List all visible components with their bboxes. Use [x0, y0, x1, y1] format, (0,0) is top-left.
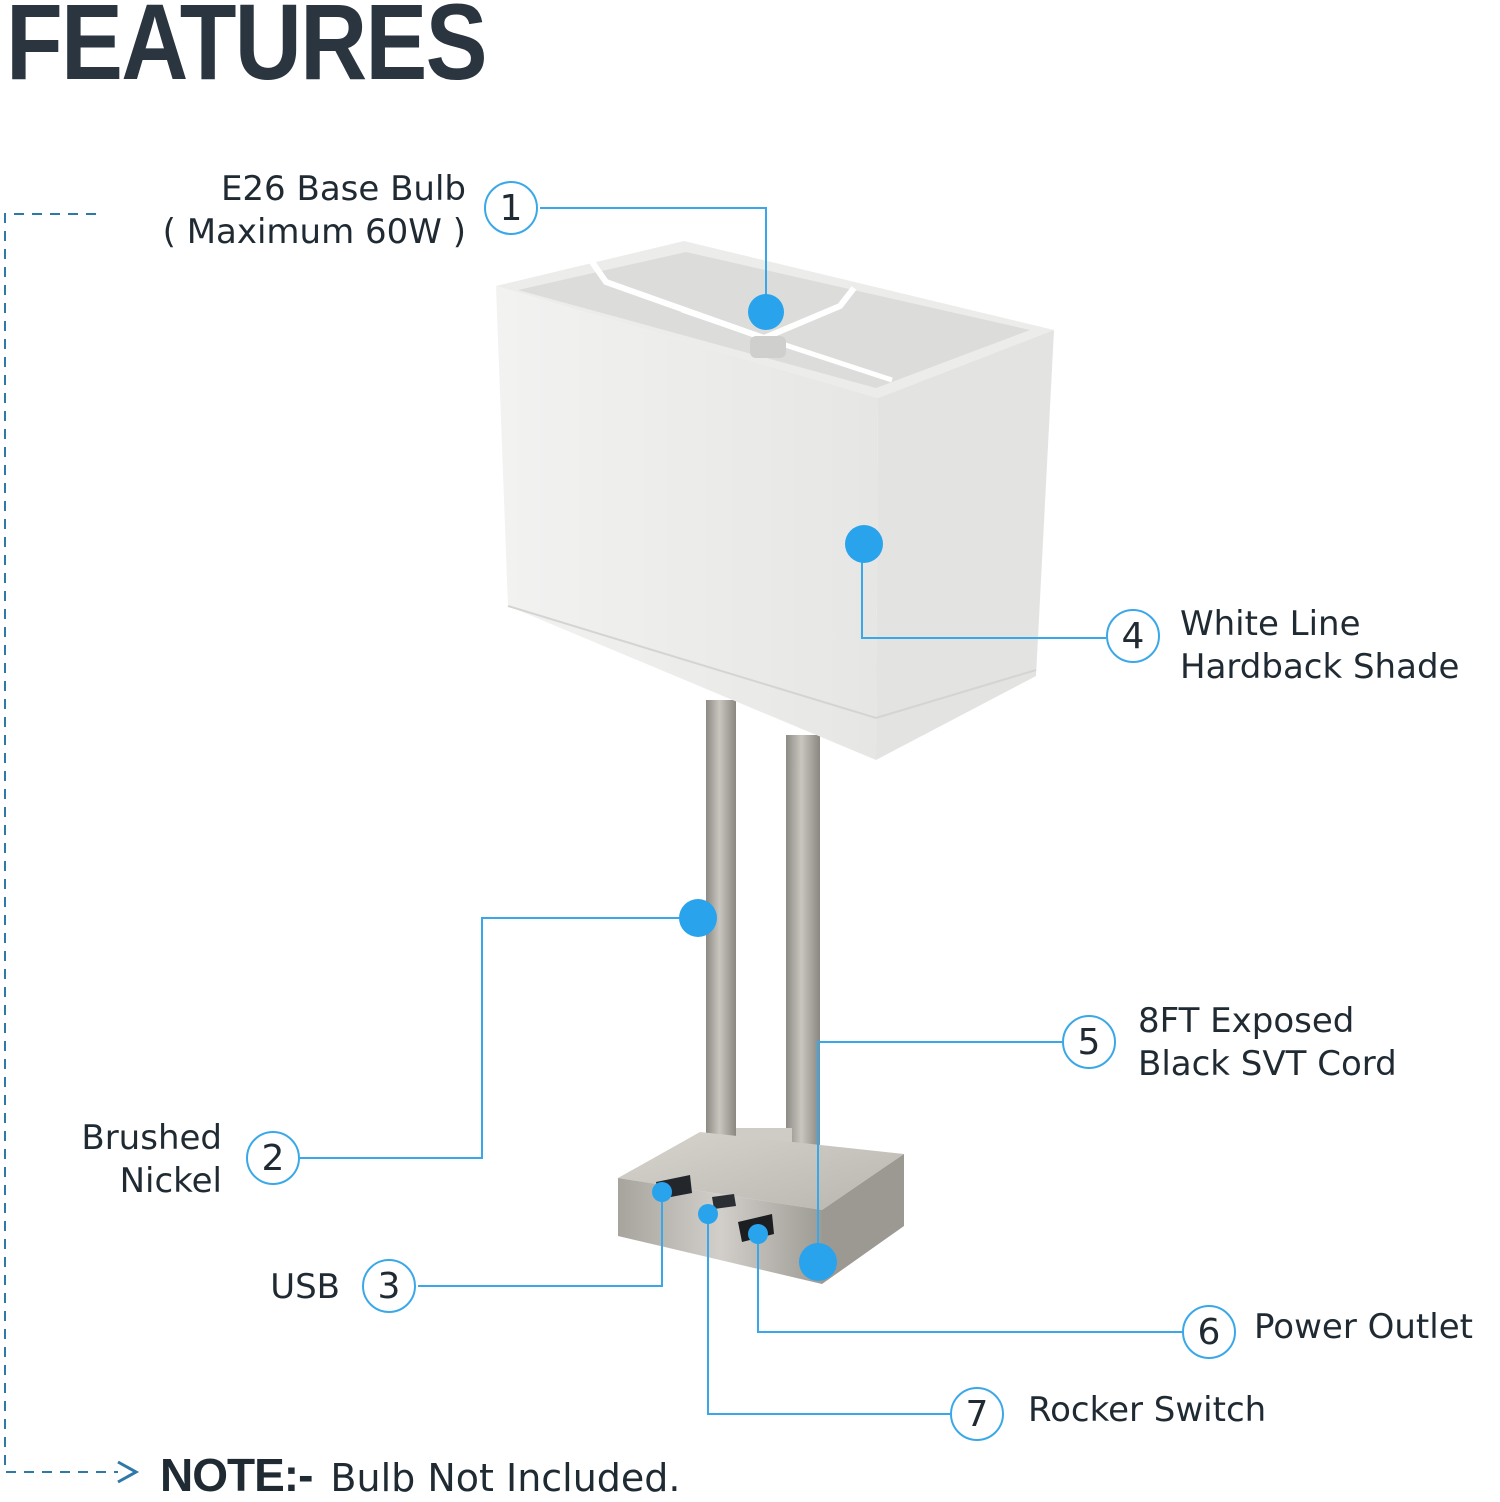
note-text: Bulb Not Included. [330, 1456, 681, 1500]
callout-4-line-2: Hardback Shade [1180, 647, 1460, 687]
callout-5-line-2: Black SVT Cord [1138, 1044, 1397, 1084]
callout-2-line-1: Brushed [81, 1118, 222, 1158]
callout-dots [652, 294, 883, 1281]
callout-label-switch: Rocker Switch [1028, 1389, 1266, 1432]
dot-shade [845, 525, 883, 563]
callout-label-cord: 8FT Exposed Black SVT Cord [1138, 1000, 1397, 1086]
callout-badge-2: 2 [246, 1131, 300, 1185]
callout-1-line-1: E26 Base Bulb [220, 169, 466, 209]
note-prefix: NOTE:- [160, 1449, 313, 1501]
callout-label-finish: Brushed Nickel [40, 1117, 222, 1203]
callout-badge-3: 3 [362, 1259, 416, 1313]
page-title: FEATURES [6, 0, 488, 102]
callout-label-usb: USB [200, 1266, 340, 1309]
callout-badge-6: 6 [1182, 1305, 1236, 1359]
callout-4-line-1: White Line [1180, 604, 1361, 644]
note-guide-dashed-line [4, 213, 118, 1473]
callout-7-line-1: Rocker Switch [1028, 1390, 1267, 1430]
callout-label-outlet: Power Outlet [1254, 1306, 1473, 1349]
lamp-base [618, 1132, 904, 1284]
lamp-stem [706, 700, 820, 1188]
callout-badge-7: 7 [950, 1387, 1004, 1441]
callout-label-bulb: E26 Base Bulb ( Maximum 60W ) [110, 168, 466, 254]
callout-badge-4: 4 [1106, 609, 1160, 663]
callout-badge-1: 1 [484, 181, 538, 235]
dot-outlet [748, 1224, 768, 1244]
callout-3-line-1: USB [270, 1267, 340, 1307]
callout-leader-lines [300, 207, 1182, 1415]
dot-switch [698, 1204, 718, 1224]
dot-stem [679, 899, 717, 937]
callout-1-line-2: ( Maximum 60W ) [162, 212, 466, 252]
dot-usb [652, 1182, 672, 1202]
dot-bulb [748, 294, 784, 330]
callout-label-shade: White Line Hardback Shade [1180, 603, 1459, 689]
note-arrow-icon [117, 1460, 140, 1484]
callout-5-line-1: 8FT Exposed [1138, 1001, 1355, 1041]
callout-badge-5: 5 [1062, 1015, 1116, 1069]
callout-2-line-2: Nickel [119, 1161, 222, 1201]
note: NOTE:- Bulb Not Included. [160, 1448, 681, 1502]
dot-cord [799, 1243, 837, 1281]
callout-6-line-1: Power Outlet [1254, 1307, 1473, 1347]
